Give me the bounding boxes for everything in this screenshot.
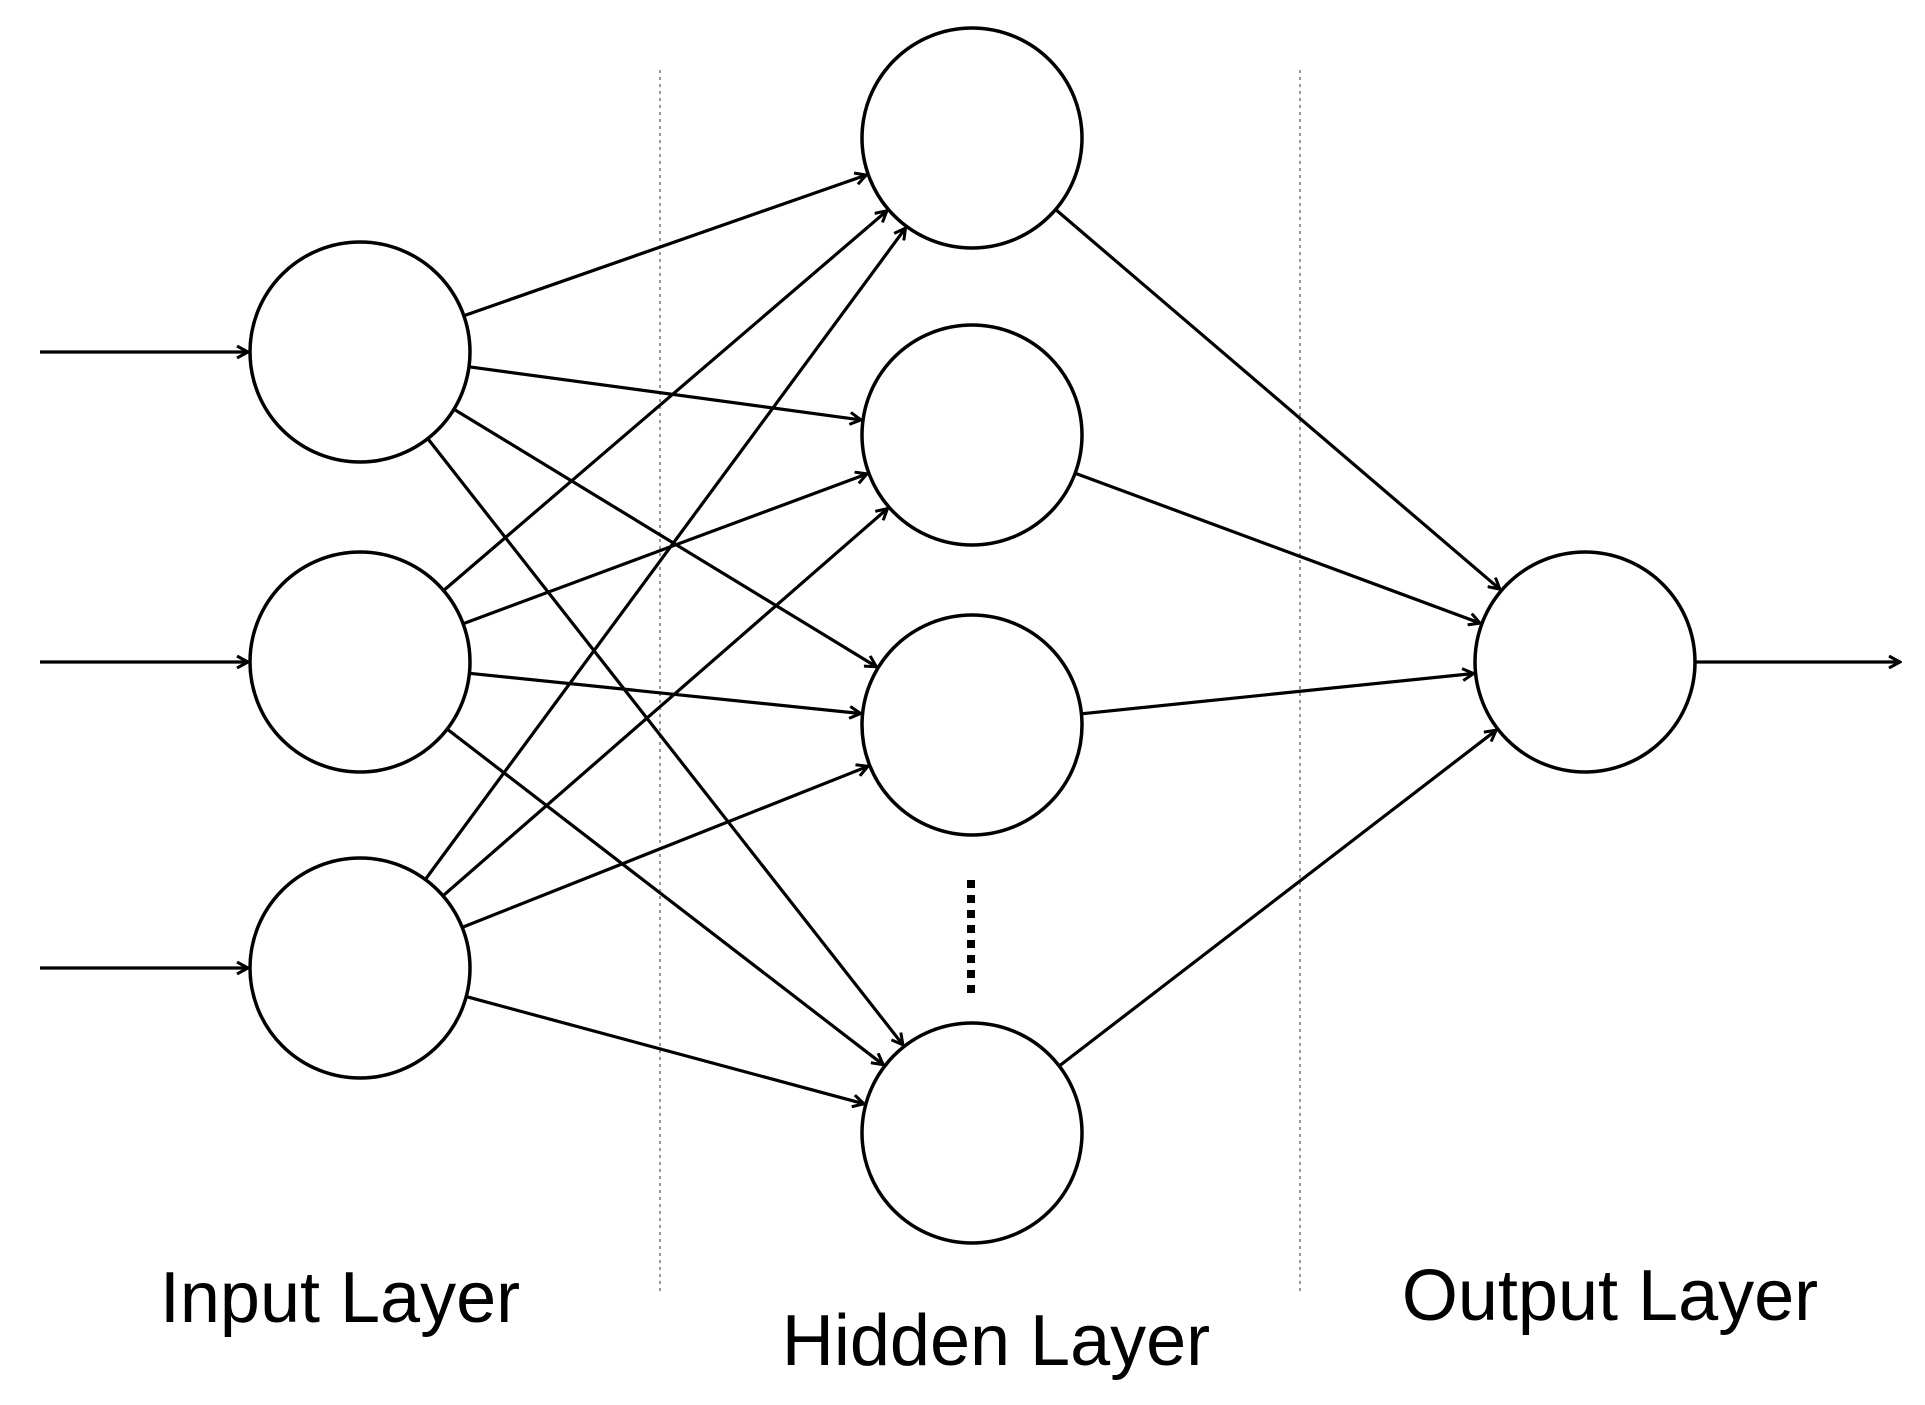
input-node-3 (248, 856, 472, 1080)
edge-input-1-hidden-2 (468, 365, 861, 420)
input-layer-label: Input Layer (160, 1258, 520, 1338)
edge-hidden-4-output-1 (1058, 730, 1496, 1068)
edge-input-3-hidden-4 (465, 995, 864, 1104)
hidden-layer-ellipsis (967, 880, 975, 993)
edge-input-2-hidden-3 (469, 671, 860, 713)
hidden-node-3 (860, 613, 1084, 837)
hidden-layer-label: Hidden Layer (782, 1301, 1210, 1381)
edge-input-2-hidden-4 (446, 727, 883, 1065)
hidden-node-4 (860, 1021, 1084, 1245)
edge-input-3-hidden-1 (424, 228, 905, 881)
edge-input-3-hidden-2 (441, 509, 888, 898)
edge-input-3-hidden-3 (461, 766, 868, 929)
edge-input-2-hidden-1 (442, 211, 887, 592)
input-node-2 (248, 550, 472, 774)
edge-hidden-3-output-1 (1081, 674, 1473, 716)
input-node-1 (248, 240, 472, 464)
edge-input-1-hidden-3 (453, 407, 877, 667)
io-arrows (40, 352, 1900, 968)
edge-hidden-1-output-1 (1054, 208, 1500, 590)
output-layer-label: Output Layer (1402, 1256, 1818, 1336)
edge-input-2-hidden-2 (462, 474, 867, 626)
connections (424, 175, 1500, 1104)
neurons (248, 26, 1697, 1245)
output-node-1 (1473, 550, 1697, 774)
edge-hidden-2-output-1 (1074, 471, 1480, 623)
hidden-node-2 (860, 323, 1084, 547)
edge-input-1-hidden-1 (463, 175, 867, 318)
hidden-node-1 (860, 26, 1084, 250)
edge-input-1-hidden-4 (426, 437, 903, 1045)
